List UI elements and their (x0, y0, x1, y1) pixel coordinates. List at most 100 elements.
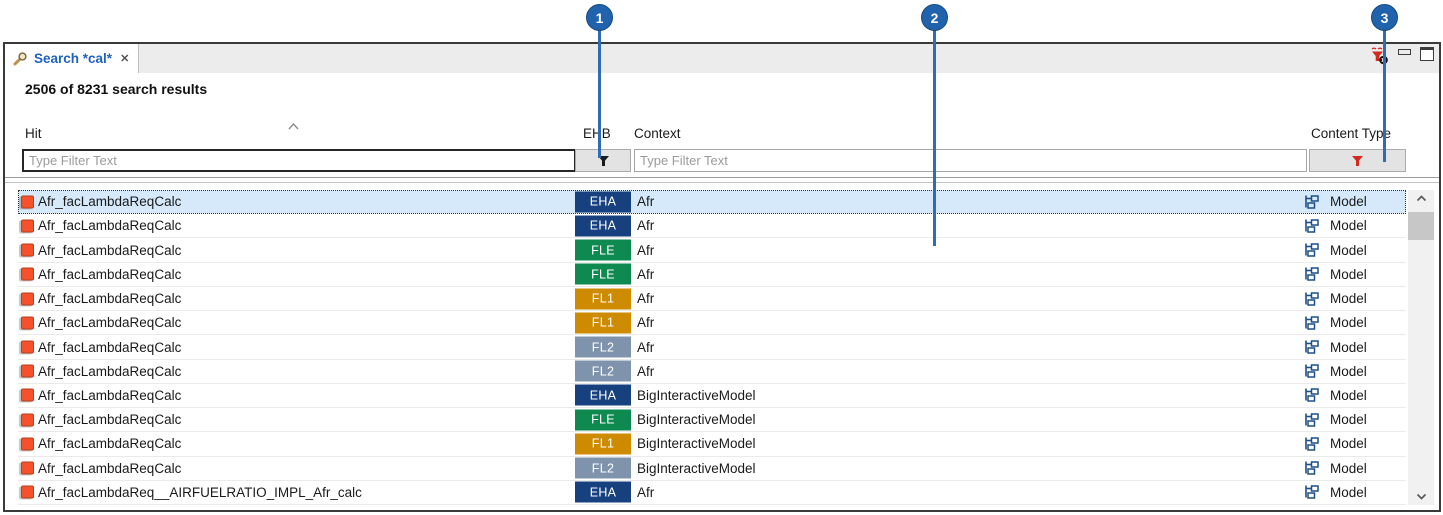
hit-name: Afr_facLambdaReqCalc (38, 194, 182, 210)
content-type-value: Model (1330, 242, 1367, 258)
model-icon (1303, 461, 1321, 476)
result-row[interactable]: Afr_facLambdaReqCalc EHA Afr Model (18, 190, 1406, 215)
minimize-icon[interactable] (1398, 49, 1411, 55)
result-row[interactable]: Afr_facLambdaReqCalc FLE Afr Model (18, 262, 1406, 287)
funnel-icon (597, 155, 610, 167)
calibration-parameter-icon (21, 388, 34, 402)
hit-name: Afr_facLambdaReqCalc (38, 436, 182, 452)
calibration-parameter-icon (21, 219, 34, 233)
model-icon (1303, 194, 1321, 209)
model-icon (1303, 315, 1321, 330)
model-icon (1303, 291, 1321, 306)
result-row[interactable]: Afr_facLambdaReqCalc EHA BigInteractiveM… (18, 383, 1406, 409)
result-row[interactable]: Afr_facLambdaReq__AIRFUELRATIO_IMPL_Afr_… (18, 480, 1406, 506)
tab-search-cal[interactable]: Search *cal* ✕ (5, 44, 139, 73)
callout-line-3 (1383, 28, 1386, 162)
content-type-filter-button[interactable] (1309, 149, 1406, 172)
ehb-badge: FLE (575, 263, 631, 285)
hit-name: Afr_facLambdaReqCalc (38, 339, 182, 355)
callout-line-1 (598, 28, 601, 158)
tab-close-icon[interactable]: ✕ (120, 53, 130, 65)
context-name: Afr (637, 484, 655, 500)
hit-name: Afr_facLambdaReqCalc (38, 315, 182, 331)
ehb-badge: EHA (575, 215, 631, 237)
calibration-parameter-icon (21, 437, 34, 451)
model-icon (1303, 218, 1321, 233)
hit-filter-input[interactable] (22, 149, 576, 172)
column-header-content-type[interactable]: Content Type (1311, 126, 1392, 141)
model-icon (1303, 412, 1321, 427)
search-icon (12, 51, 28, 67)
content-type-value: Model (1330, 218, 1367, 234)
context-name: BigInteractiveModel (637, 436, 756, 452)
sort-ascending-icon (287, 118, 300, 130)
model-icon (1303, 485, 1321, 500)
hit-name: Afr_facLambdaReqCalc (38, 412, 182, 428)
model-icon (1303, 243, 1321, 258)
tab-title: Search *cal* (34, 51, 113, 66)
remove-filter-icon[interactable] (1370, 47, 1389, 65)
result-row[interactable]: Afr_facLambdaReqCalc FL2 BigInteractiveM… (18, 456, 1406, 481)
calibration-parameter-icon (21, 340, 34, 354)
table-top-separator (5, 182, 1439, 183)
ehb-badge: FL1 (575, 312, 631, 334)
results-summary: 2506 of 8231 search results (25, 81, 208, 97)
vertical-scrollbar[interactable] (1408, 190, 1434, 505)
calibration-parameter-icon (21, 413, 34, 427)
column-header-hit[interactable]: Hit (25, 126, 42, 141)
content-type-value: Model (1330, 363, 1367, 379)
content-type-value: Model (1330, 266, 1367, 282)
ehb-badge: FL2 (575, 336, 631, 358)
callout-badge-2: 2 (921, 4, 948, 31)
result-row[interactable]: Afr_facLambdaReqCalc FL2 Afr Model (18, 359, 1406, 384)
result-row[interactable]: Afr_facLambdaReqCalc FL2 Afr Model (18, 335, 1406, 360)
view-tab-bar: Search *cal* ✕ (5, 44, 1439, 73)
content-type-value: Model (1330, 315, 1367, 331)
scroll-down-icon[interactable] (1408, 488, 1434, 505)
scroll-up-icon[interactable] (1408, 190, 1434, 207)
hit-name: Afr_facLambdaReqCalc (38, 387, 182, 403)
column-header-context[interactable]: Context (634, 126, 681, 141)
result-row[interactable]: Afr_facLambdaReqCalc FL1 BigInteractiveM… (18, 432, 1406, 457)
content-type-value: Model (1330, 339, 1367, 355)
context-name: Afr (637, 266, 655, 282)
content-type-value: Model (1330, 484, 1367, 500)
content-type-value: Model (1330, 194, 1367, 210)
model-icon (1303, 267, 1321, 282)
callout-number: 2 (930, 9, 939, 26)
calibration-parameter-icon (21, 243, 34, 257)
view-toolbar (1370, 47, 1434, 65)
calibration-parameter-icon (21, 316, 34, 330)
callout-number: 3 (1380, 9, 1389, 26)
callout-number: 1 (595, 9, 604, 26)
hit-name: Afr_facLambdaReqCalc (38, 242, 182, 258)
calibration-parameter-icon (21, 195, 34, 209)
result-row[interactable]: Afr_facLambdaReqCalc FL1 Afr Model (18, 286, 1406, 312)
result-row[interactable]: Afr_facLambdaReqCalc FL1 Afr Model (18, 311, 1406, 336)
context-name: Afr (637, 194, 655, 210)
content-type-value: Model (1330, 460, 1367, 476)
ehb-badge: FL2 (575, 360, 631, 382)
calibration-parameter-icon (21, 267, 34, 281)
ehb-badge: EHA (575, 191, 631, 213)
results-list: Afr_facLambdaReqCalc EHA Afr Model Afr_f… (18, 190, 1406, 506)
model-icon (1303, 388, 1321, 403)
context-name: BigInteractiveModel (637, 460, 756, 476)
context-name: Afr (637, 363, 655, 379)
ehb-badge: FLE (575, 239, 631, 261)
calibration-parameter-icon (21, 485, 34, 499)
model-icon (1303, 364, 1321, 379)
funnel-red-icon (1351, 155, 1364, 167)
ehb-badge: FL1 (575, 433, 631, 455)
ehb-badge: FL2 (575, 457, 631, 479)
result-row[interactable]: Afr_facLambdaReqCalc EHA Afr Model (18, 214, 1406, 239)
ehb-filter-button[interactable] (575, 149, 631, 172)
column-header-ehb[interactable]: EHB (583, 126, 611, 141)
result-row[interactable]: Afr_facLambdaReqCalc FLE Afr Model (18, 238, 1406, 263)
result-row[interactable]: Afr_facLambdaReqCalc FLE BigInteractiveM… (18, 408, 1406, 433)
scrollbar-thumb[interactable] (1408, 212, 1434, 240)
calibration-parameter-icon (21, 292, 34, 306)
maximize-icon[interactable] (1420, 47, 1434, 61)
callout-badge-1: 1 (586, 4, 613, 31)
context-filter-input[interactable] (634, 149, 1307, 172)
